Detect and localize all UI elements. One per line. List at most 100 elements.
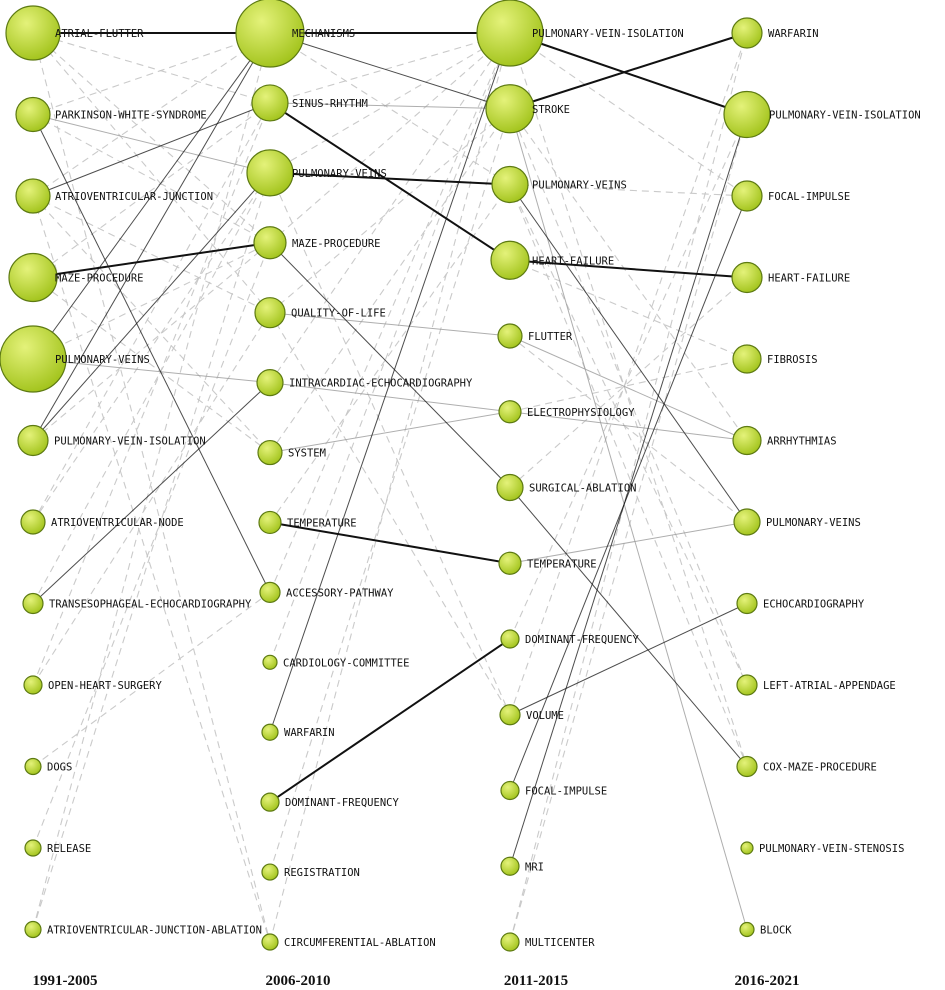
node-label-d6: PULMONARY-VEINS (766, 517, 861, 529)
node-a7 (22, 592, 44, 615)
node-b10 (261, 723, 279, 741)
labels-layer: ATRIAL-FLUTTERPARKINSON-WHITE-SYNDROMEAT… (47, 28, 921, 949)
node-c9 (499, 704, 521, 726)
node-c1 (485, 84, 535, 134)
node-label-b4: QUALITY-OF-LIFE (291, 308, 386, 320)
node-c5 (498, 400, 522, 424)
node-b6 (257, 439, 283, 466)
link-c11-d1 (509, 114, 748, 867)
link-a3-b3 (32, 241, 271, 279)
link-b9-c0 (269, 32, 511, 663)
link-a0-b13 (32, 32, 271, 943)
link-a2-b1 (32, 102, 271, 197)
node-label-c11: MRI (525, 861, 544, 873)
node-label-b5: INTRACARDIAC-ECHOCARDIOGRAPHY (289, 378, 473, 390)
node-label-d7: ECHOCARDIOGRAPHY (763, 599, 865, 611)
node-label-a5: PULMONARY-VEIN-ISOLATION (54, 436, 206, 448)
node-d9 (736, 755, 758, 778)
link-c2-d8 (509, 184, 748, 686)
node-label-b12: REGISTRATION (284, 867, 360, 879)
link-a4-b3 (32, 242, 271, 360)
node-b4 (254, 297, 286, 329)
link-a11-b0 (32, 32, 271, 930)
link-b12-c1 (269, 108, 511, 873)
node-c6 (496, 473, 524, 502)
node-label-c3: HEART-FAILURE (532, 255, 614, 267)
node-a2 (15, 178, 51, 214)
node-a1 (15, 96, 51, 133)
period-label-3: 2016-2021 (735, 973, 800, 989)
node-a11 (24, 920, 42, 939)
node-c4 (497, 323, 523, 349)
link-a1-b0 (32, 32, 271, 116)
link-c9-d0 (509, 32, 748, 715)
link-a7-b5 (32, 382, 271, 604)
link-a0-b3 (32, 32, 271, 244)
node-label-d3: HEART-FAILURE (768, 273, 850, 285)
node-label-a7: TRANSESOPHAGEAL-ECHOCARDIOGRAPHY (49, 599, 252, 611)
link-a6-b1 (32, 102, 271, 523)
link-c6-d9 (509, 487, 748, 767)
node-a5 (17, 424, 49, 457)
link-b6-c5 (269, 411, 511, 454)
node-label-a3: MAZE-PROCEDURE (55, 273, 144, 285)
link-c1-d8 (509, 108, 748, 686)
node-b2 (246, 149, 294, 197)
node-label-c9: VOLUME (526, 710, 564, 722)
node-c8 (500, 629, 520, 649)
node-b1 (251, 84, 289, 122)
node-b5 (256, 369, 284, 397)
link-b1-c3 (269, 102, 511, 262)
node-label-a0: ATRIAL-FLUTTER (55, 28, 144, 40)
link-b8-c0 (269, 32, 511, 593)
links-layer (32, 32, 748, 943)
node-a3 (8, 252, 58, 303)
link-c1-d11 (509, 108, 748, 930)
link-a8-b4 (32, 312, 271, 686)
node-b0 (235, 0, 305, 68)
node-d2 (731, 180, 763, 212)
link-b3-c6 (269, 242, 511, 488)
link-b0-c1 (269, 32, 511, 110)
link-c1-d5 (509, 108, 748, 441)
node-label-d2: FOCAL-IMPULSE (768, 191, 850, 203)
link-a5-b0 (32, 32, 271, 441)
link-c3-d3 (509, 259, 748, 279)
node-label-d10: PULMONARY-VEIN-STENOSIS (759, 843, 904, 855)
node-d6 (733, 508, 761, 536)
link-c2-d2 (509, 183, 748, 197)
node-label-d4: FIBROSIS (767, 354, 818, 366)
link-a1-b3 (32, 114, 271, 244)
link-b7-c2 (269, 184, 511, 523)
node-b3 (253, 226, 287, 260)
node-label-b13: CIRCUMFERENTIAL-ABLATION (284, 937, 436, 949)
link-b4-c9 (269, 312, 511, 716)
link-b2-c0 (269, 32, 511, 174)
node-c3 (490, 240, 530, 280)
link-b2-c9 (269, 172, 511, 715)
link-a5-b3 (32, 242, 271, 441)
node-d7 (736, 592, 758, 615)
link-c6-d3 (509, 277, 748, 488)
node-label-b6: SYSTEM (288, 448, 326, 460)
link-a2-b13 (32, 195, 271, 943)
node-label-c2: PULMONARY-VEINS (532, 180, 627, 192)
node-b12 (261, 863, 279, 881)
node-label-c0: PULMONARY-VEIN-ISOLATION (532, 28, 684, 40)
node-label-d0: WARFARIN (768, 28, 819, 40)
node-label-c6: SURGICAL-ABLATION (529, 483, 636, 495)
link-c5-d5 (509, 411, 748, 441)
node-label-a1: PARKINSON-WHITE-SYNDROME (55, 110, 207, 122)
period-label-0: 1991-2005 (33, 973, 98, 989)
node-d10 (740, 841, 754, 855)
link-c2-d6 (509, 184, 748, 523)
link-a0-b4 (32, 32, 271, 314)
node-c10 (500, 780, 520, 801)
node-label-d8: LEFT-ATRIAL-APPENDAGE (763, 680, 896, 692)
node-label-c4: FLUTTER (528, 331, 573, 343)
link-b10-c0 (269, 32, 511, 733)
link-b3-c0 (269, 32, 511, 244)
node-label-d5: ARRHYTHMIAS (767, 436, 837, 448)
link-a11-b2 (32, 172, 271, 930)
